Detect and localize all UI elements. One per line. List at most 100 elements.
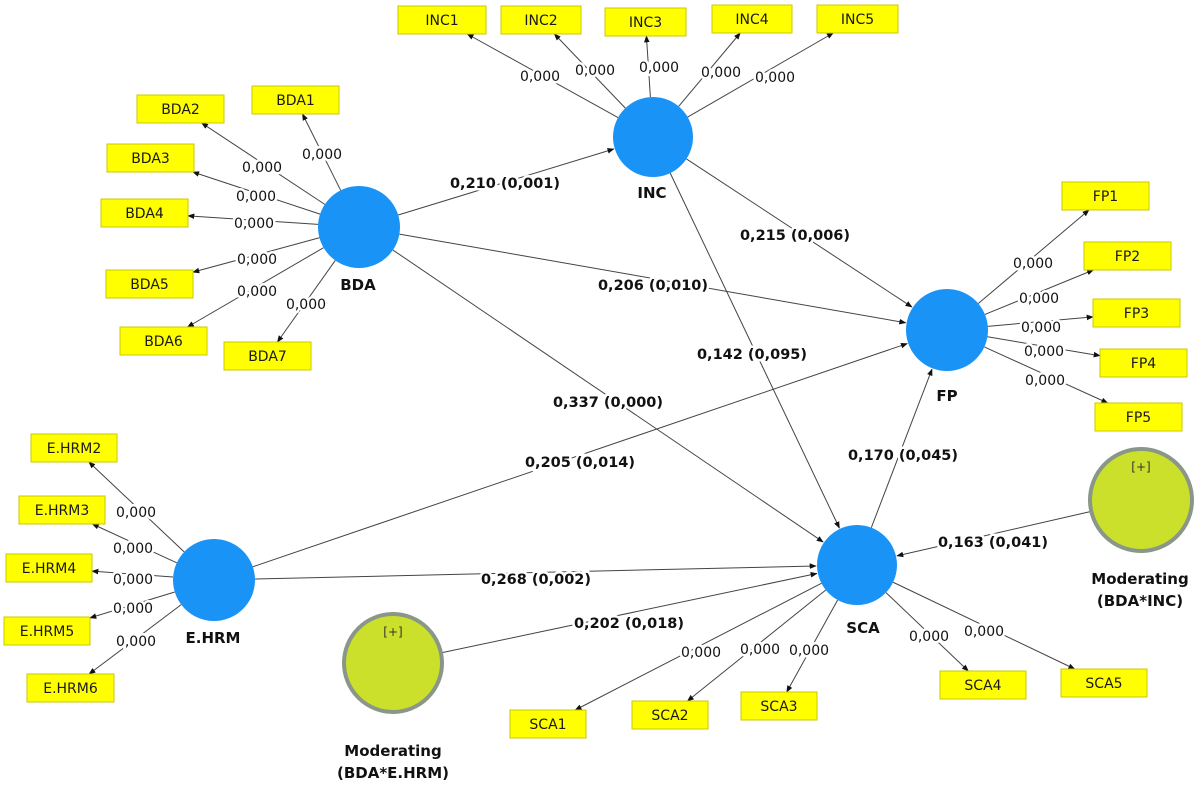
indicator-box[interactable] [631, 700, 709, 730]
indicator-sca1[interactable]: SCA1 [509, 709, 587, 739]
loading-p-value: 0,000 [116, 634, 156, 650]
indicator-sca5[interactable]: SCA5 [1060, 668, 1148, 698]
loading-edge-ehrm4 [91, 568, 174, 578]
indicator-sca2[interactable]: SCA2 [631, 700, 709, 730]
loading-p-value: 0,000 [520, 69, 560, 85]
indicator-box[interactable] [711, 4, 793, 34]
indicator-label: SCA2 [651, 708, 688, 724]
indicator-ehrm6[interactable]: E.HRM6 [26, 673, 115, 703]
indicator-fp1[interactable]: FP1 [1061, 181, 1150, 211]
indicator-fp5[interactable]: FP5 [1094, 402, 1183, 432]
indicator-inc2[interactable]: INC2 [500, 5, 582, 35]
indicator-box[interactable] [740, 691, 818, 721]
indicator-box[interactable] [3, 616, 91, 646]
indicator-box[interactable] [251, 85, 340, 115]
indicator-box[interactable] [100, 198, 189, 228]
loading-edge-sca2 [686, 589, 827, 702]
indicator-bda7[interactable]: BDA7 [223, 341, 312, 371]
indicator-label: INC2 [524, 13, 557, 29]
indicator-box[interactable] [816, 4, 899, 34]
indicator-box[interactable] [18, 495, 106, 525]
path-edge-inc-to-sca [669, 172, 840, 529]
construct-mod-inc[interactable]: [+]Moderating(BDA*INC) [1088, 447, 1194, 610]
loading-edge-sca5 [892, 581, 1076, 670]
latent-variable-circle[interactable] [318, 186, 400, 268]
loading-edge-ehrm5 [89, 591, 175, 619]
indicator-ehrm5[interactable]: E.HRM5 [3, 616, 91, 646]
loading-p-value: 0,000 [1025, 373, 1065, 389]
loading-edge-fp5 [984, 346, 1109, 404]
indicator-bda5[interactable]: BDA5 [105, 269, 194, 299]
indicator-ehrm4[interactable]: E.HRM4 [5, 553, 93, 583]
indicator-label: BDA6 [144, 334, 183, 350]
indicator-box[interactable] [105, 269, 194, 299]
indicator-bda3[interactable]: BDA3 [106, 143, 195, 173]
moderator-circle[interactable] [1088, 447, 1194, 553]
latent-variable-circle[interactable] [173, 539, 255, 621]
indicator-box[interactable] [136, 94, 225, 124]
indicator-box[interactable] [119, 326, 208, 356]
indicator-fp4[interactable]: FP4 [1099, 348, 1188, 378]
indicator-box[interactable] [509, 709, 587, 739]
indicator-box[interactable] [30, 433, 118, 463]
indicator-ehrm2[interactable]: E.HRM2 [30, 433, 118, 463]
moderator-circle[interactable] [342, 612, 444, 714]
loading-edge-ehrm2 [88, 461, 185, 553]
construct-label: FP [936, 387, 957, 405]
latent-variable-circle[interactable] [613, 97, 693, 177]
edges-layer [88, 32, 1109, 711]
loading-p-value: 0,000 [236, 189, 276, 205]
indicator-box[interactable] [1060, 668, 1148, 698]
indicator-label: FP3 [1124, 306, 1149, 322]
construct-mod-ehrm[interactable]: [+]Moderating(BDA*E.HRM) [337, 612, 449, 782]
path-coefficient-label: 0,142 (0,095) [697, 347, 807, 363]
loading-p-value: 0,000 [740, 642, 780, 658]
indicator-box[interactable] [223, 341, 312, 371]
indicator-bda1[interactable]: BDA1 [251, 85, 340, 115]
latent-variable-circle[interactable] [817, 525, 897, 605]
construct-bda[interactable]: BDA [318, 186, 400, 294]
indicator-label: E.HRM2 [47, 441, 102, 457]
indicator-inc1[interactable]: INC1 [397, 5, 487, 35]
construct-inc[interactable]: INC [613, 97, 693, 202]
indicator-box[interactable] [1094, 402, 1183, 432]
indicator-inc5[interactable]: INC5 [816, 4, 899, 34]
construct-sca[interactable]: SCA [817, 525, 897, 637]
path-coefficient-label: 0,163 (0,041) [938, 535, 1048, 551]
loading-edge-bda1 [302, 113, 342, 191]
indicator-box[interactable] [604, 7, 687, 37]
indicator-box[interactable] [5, 553, 93, 583]
expand-icon[interactable]: [+] [1131, 460, 1150, 474]
indicator-sca3[interactable]: SCA3 [740, 691, 818, 721]
construct-fp[interactable]: FP [906, 289, 988, 405]
indicator-box[interactable] [1061, 181, 1150, 211]
indicator-bda2[interactable]: BDA2 [136, 94, 225, 124]
indicator-sca4[interactable]: SCA4 [939, 670, 1027, 700]
indicator-label: BDA2 [161, 102, 200, 118]
indicator-ehrm3[interactable]: E.HRM3 [18, 495, 106, 525]
indicator-bda6[interactable]: BDA6 [119, 326, 208, 356]
indicator-box[interactable] [1092, 298, 1181, 328]
construct-ehrm[interactable]: E.HRM [173, 539, 255, 647]
latent-variable-circle[interactable] [906, 289, 988, 371]
indicator-box[interactable] [26, 673, 115, 703]
path-edge-mod_inc-to-sca [896, 510, 1092, 558]
loading-edge-sca4 [885, 592, 969, 672]
path-coefficient-label: 0,202 (0,018) [574, 616, 684, 632]
indicator-box[interactable] [939, 670, 1027, 700]
indicator-bda4[interactable]: BDA4 [100, 198, 189, 228]
indicator-label: E.HRM4 [22, 561, 77, 577]
indicator-box[interactable] [1083, 241, 1172, 271]
indicator-box[interactable] [106, 143, 195, 173]
indicator-fp2[interactable]: FP2 [1083, 241, 1172, 271]
loading-p-value: 0,000 [302, 147, 342, 163]
expand-icon[interactable]: [+] [383, 625, 402, 639]
indicator-inc3[interactable]: INC3 [604, 7, 687, 37]
indicator-fp3[interactable]: FP3 [1092, 298, 1181, 328]
indicator-box[interactable] [1099, 348, 1188, 378]
indicator-box[interactable] [397, 5, 487, 35]
indicator-inc4[interactable]: INC4 [711, 4, 793, 34]
indicator-box[interactable] [500, 5, 582, 35]
path-coefficient-label: 0,206 (0,010) [598, 278, 708, 294]
